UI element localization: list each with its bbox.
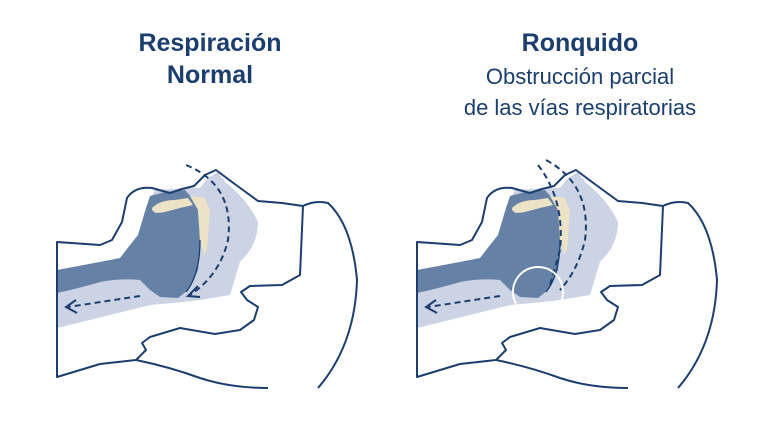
snoring-title: Ronquido xyxy=(521,29,639,57)
airflow-arrow-nasal xyxy=(545,159,587,291)
head-normal-breathing xyxy=(56,164,358,389)
airflow-arrow-head xyxy=(424,299,438,314)
airflow-arrow-head xyxy=(64,299,78,314)
airflow-arrow-oral xyxy=(537,164,562,286)
head-snoring xyxy=(416,159,718,389)
normal-title-line1: Respiración xyxy=(138,29,282,57)
airflow-arrow-throat xyxy=(427,295,501,308)
snoring-subtitle-line1: Obstrucción parcial xyxy=(485,64,675,89)
airflow-arrow-nasal xyxy=(185,164,230,296)
airflow-arrow-head xyxy=(185,285,201,298)
snoring-subtitle-line2: de las vías respiratorias xyxy=(463,95,697,120)
normal-title-line2: Normal xyxy=(166,61,254,89)
airflow-arrow-throat xyxy=(67,295,141,308)
obstruction-circle xyxy=(512,266,564,318)
